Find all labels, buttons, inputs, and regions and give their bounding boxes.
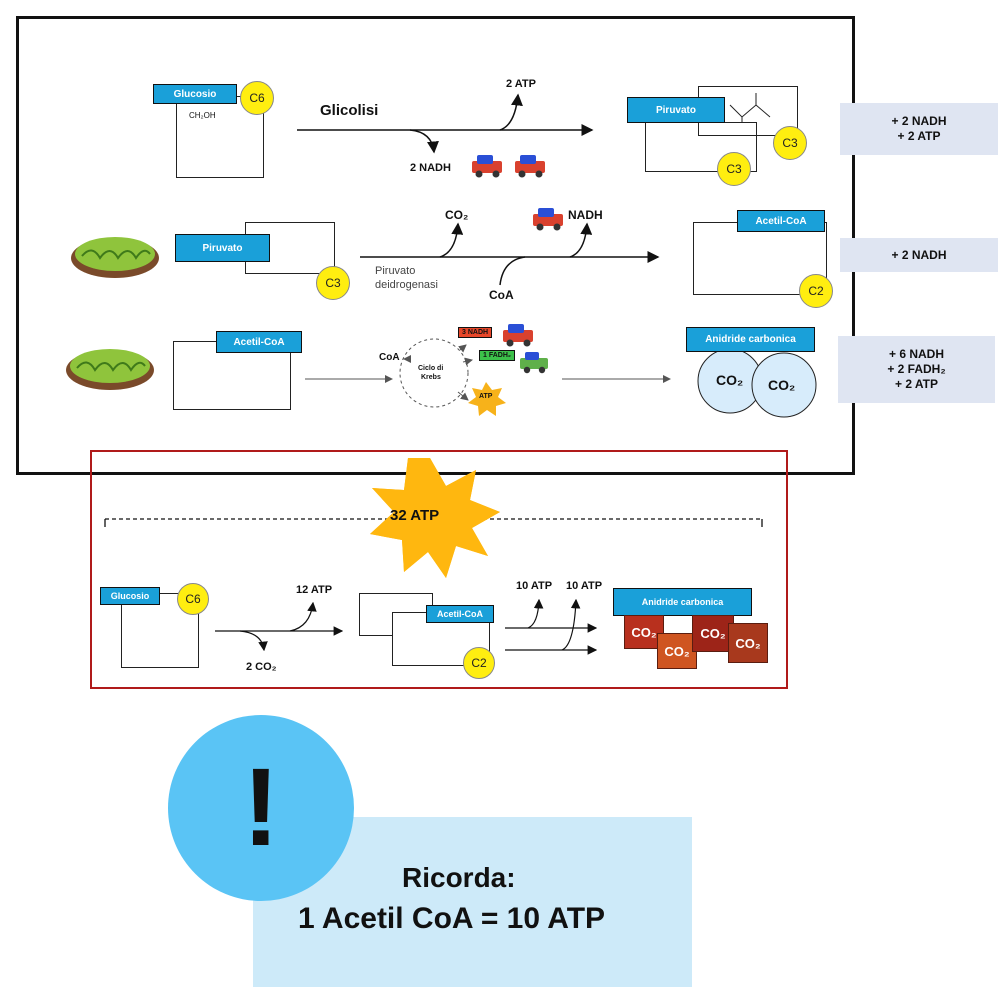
exclamation-icon: ! — [242, 746, 280, 869]
atp-output-label: 10 ATP — [516, 580, 553, 592]
nadh-output-label: NADH — [568, 208, 603, 222]
truck-icon — [515, 155, 545, 178]
summary-line: + 2 ATP — [897, 129, 941, 143]
anidride-tag: Anidride carbonica — [686, 327, 815, 352]
carbon-count-badge: C2 — [799, 274, 833, 308]
coa-input-label: CoA — [379, 352, 400, 363]
glicolisi-label: Glicolisi — [320, 102, 379, 119]
atp-badge: ATP — [479, 393, 493, 400]
co2-brick: CO₂ — [728, 623, 768, 663]
summary-line: + 2 ATP — [894, 377, 938, 391]
summary-line: + 2 NADH — [891, 114, 947, 128]
co2-bubble-label: CO₂ — [716, 372, 744, 388]
total-atp-label: 32 ATP — [390, 507, 440, 524]
summary-line: + 2 FADH₂ — [887, 362, 946, 376]
nadh-output-label: 2 NADH — [410, 162, 451, 174]
atp-burst-small — [468, 382, 506, 416]
co2-output-label: 2 CO₂ — [246, 661, 277, 673]
truck-icon — [472, 155, 502, 178]
mitochondrion-icon — [65, 342, 155, 394]
acetil-tag: Acetil-CoA — [426, 605, 494, 623]
glucosio-tag: Glucosio — [100, 587, 160, 605]
enzyme-label-line1: Piruvato — [375, 265, 416, 277]
summary-line: + 6 NADH — [888, 347, 944, 361]
acetil-tag: Acetil-CoA — [216, 331, 302, 353]
summary-row3: + 6 NADH + 2 FADH₂ + 2 ATP — [838, 336, 995, 403]
atp-output-label: 2 ATP — [506, 78, 536, 90]
carbon-count-badge: C6 — [177, 583, 209, 615]
acetil-tag: Acetil-CoA — [737, 210, 825, 232]
carbon-count-badge: C6 — [240, 81, 274, 115]
atp-output-label: 10 ATP — [566, 580, 603, 592]
carbon-count-badge: C3 — [316, 266, 350, 300]
panel-total — [90, 450, 788, 689]
anidride-tag: Anidride carbonica — [613, 588, 752, 616]
fadh-badge: 1 FADH₂ — [479, 350, 516, 361]
piruvato-tag: Piruvato — [175, 234, 270, 262]
summary-line: + 2 NADH — [891, 247, 947, 262]
co2-output-label: CO₂ — [445, 208, 469, 222]
nadh-branch-arrow — [409, 129, 439, 154]
callout-text: 1 Acetil CoA = 10 ATP — [298, 902, 606, 935]
krebs-label-line1: Ciclo di — [418, 365, 444, 372]
krebs-cycle-circle — [399, 338, 469, 408]
co2-brick: CO₂ — [657, 633, 697, 669]
summary-row1: + 2 NADH + 2 ATP — [840, 103, 998, 155]
nadh-branch-arrow-2 — [569, 222, 593, 258]
carbon-count-badge: C3 — [773, 126, 807, 160]
carbon-count-badge: C3 — [717, 152, 751, 186]
truck-icon — [503, 324, 533, 347]
truck-icon-green — [520, 352, 548, 374]
coa-input-label: CoA — [489, 288, 514, 302]
atp-branch-arrow — [499, 93, 523, 131]
summary-row2: + 2 NADH — [840, 238, 998, 272]
glucosio-tag: Glucosio — [153, 84, 237, 104]
nadh-badge: 3 NADH — [458, 327, 493, 338]
enzyme-label-line2: deidrogenasi — [375, 279, 438, 291]
piruvato-tag: Piruvato — [627, 97, 725, 123]
co2-bubble-label: CO₂ — [768, 377, 796, 393]
co2-brick: CO₂ — [692, 615, 734, 652]
glucose-ch2oh: CH₂OH — [189, 111, 216, 120]
krebs-label-line2: Krebs — [421, 374, 441, 381]
coa-in-arrow — [499, 256, 526, 286]
carbon-count-badge: C2 — [463, 647, 495, 679]
callout-title: Ricorda: — [402, 862, 516, 893]
truck-icon — [533, 208, 563, 231]
co2-branch-arrow — [439, 222, 464, 258]
callout-circle: ! — [168, 715, 354, 901]
atp-output-label: 12 ATP — [296, 584, 333, 596]
mitochondrion-icon — [70, 230, 160, 282]
